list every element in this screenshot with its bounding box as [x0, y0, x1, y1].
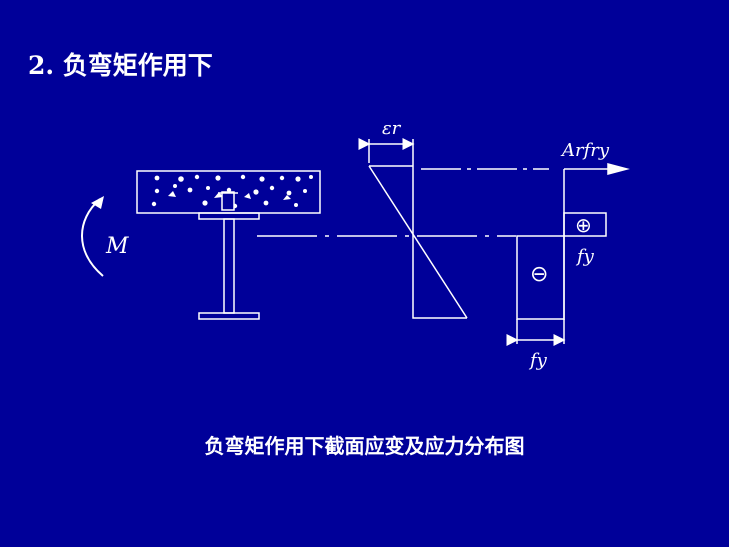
shear-connector — [221, 191, 235, 211]
strain-diagram — [358, 138, 468, 319]
diagram-caption: 负弯矩作用下截面应变及应力分布图 — [204, 434, 525, 458]
compression-block — [516, 235, 565, 320]
rebar-force-arrowhead — [607, 163, 630, 175]
tension-block — [563, 212, 607, 237]
rebar-force-label: Arfry — [560, 140, 610, 161]
moment-arrow — [81, 198, 104, 277]
moment-arrowhead — [91, 196, 104, 209]
composite-beam-section — [136, 170, 321, 320]
steel-bottom-flange — [198, 312, 260, 320]
steel-web — [223, 218, 235, 314]
steel-top-flange — [198, 212, 260, 220]
fy-bottom-label: fy — [528, 350, 548, 371]
strain-label: εr — [382, 118, 402, 139]
stress-diagram — [506, 163, 630, 346]
slide-title: 2. 负弯矩作用下 — [28, 51, 213, 80]
tension-sign: ⊕ — [575, 213, 592, 237]
compression-sign: ⊖ — [530, 262, 548, 287]
fy-right-label: fy — [575, 246, 595, 267]
moment-label: M — [105, 234, 129, 259]
